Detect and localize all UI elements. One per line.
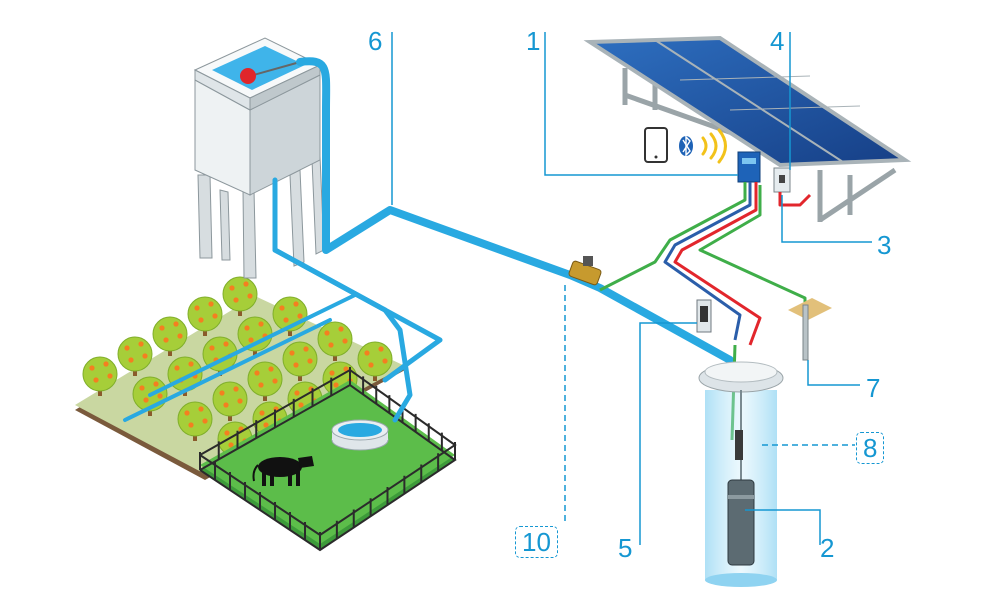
tree — [247, 361, 283, 401]
leader-lines — [391, 32, 872, 545]
trough-pipe — [272, 247, 413, 423]
solar-panel — [583, 35, 912, 223]
tree — [317, 321, 353, 361]
tree — [117, 336, 153, 376]
tree — [152, 316, 188, 356]
blue-wire — [663, 182, 752, 341]
label-7: 7 — [866, 373, 881, 403]
bluetooth-icon — [679, 135, 693, 157]
red-wire — [673, 182, 762, 346]
water-tower — [193, 37, 325, 279]
label-8: 8 — [856, 432, 885, 464]
tree — [187, 296, 223, 336]
cow-icon — [252, 456, 314, 486]
tree — [357, 341, 393, 381]
tree — [222, 276, 258, 316]
borehole-well — [698, 361, 784, 587]
flow-meter — [568, 256, 602, 286]
water-pipes — [123, 57, 734, 423]
water-trough — [331, 419, 389, 451]
wireless-signal-icon — [701, 128, 727, 164]
disconnect-switch — [773, 167, 791, 193]
tree — [282, 341, 318, 381]
label-3: 3 — [877, 230, 892, 260]
tank-water — [212, 46, 305, 90]
label-2: 2 — [820, 533, 835, 563]
smartphone-icon — [644, 127, 668, 163]
float-sensor — [240, 68, 256, 84]
label-6: 6 — [368, 26, 383, 56]
label-1: 1 — [526, 26, 541, 56]
pressure-sensor — [696, 299, 712, 333]
pasture-grass — [200, 380, 455, 544]
label-5: 5 — [618, 533, 633, 563]
orchard-drip-line — [123, 293, 357, 422]
submersible-pump — [727, 479, 755, 566]
label-4: 4 — [770, 26, 785, 56]
tree — [82, 356, 118, 396]
fence-posts — [199, 367, 456, 550]
level-probe — [735, 430, 743, 460]
label-10: 10 — [515, 526, 558, 558]
red-wire-2 — [778, 192, 812, 207]
tree — [212, 381, 248, 421]
tree — [177, 401, 213, 441]
tower-legs — [197, 155, 325, 279]
pasture — [199, 367, 457, 552]
pump-controller — [737, 151, 761, 183]
main-pipe — [296, 57, 734, 364]
tank-rim-right — [249, 64, 321, 111]
panel-surface — [583, 35, 912, 168]
soil-moisture-sensor — [788, 298, 832, 361]
green-wire — [599, 182, 747, 292]
